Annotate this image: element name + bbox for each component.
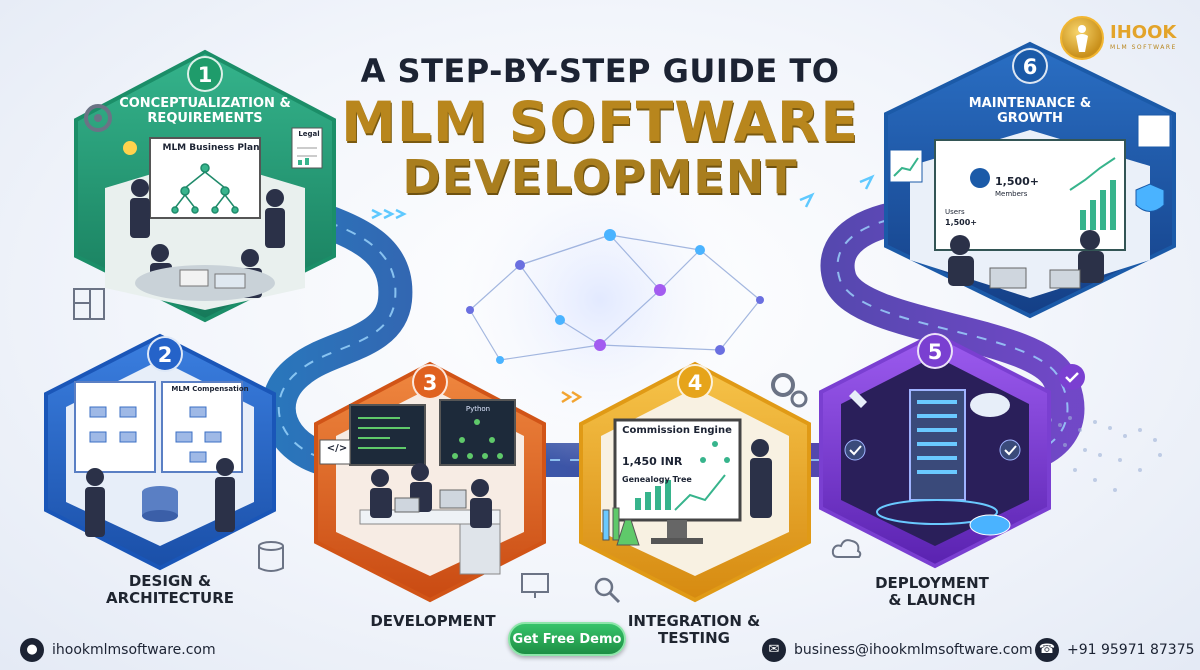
logo-emblem-icon (1060, 16, 1104, 60)
footer-email[interactable]: ✉ business@ihookmlmsoftware.com (762, 638, 1033, 662)
step-6-stat-label: Members (995, 190, 1028, 198)
step-2-label: DESIGN & ARCHITECTURE (106, 572, 234, 608)
blueprint-icon (73, 288, 105, 320)
magnifier-icon (594, 577, 621, 604)
step-3-label: DEVELOPMENT (370, 612, 496, 630)
step-2-board-title: MLM Compensation (171, 385, 249, 393)
step-2-card (44, 333, 276, 571)
step-3-card (314, 361, 546, 603)
step-5-label: DEPLOYMENT & LAUNCH (875, 574, 989, 610)
database-icon (258, 541, 284, 572)
step-6-number: 6 (1012, 48, 1048, 84)
step-2-number: 2 (147, 336, 183, 372)
brand-logo[interactable]: IHOOK MLM SOFTWARE (1060, 16, 1190, 66)
globe-icon: ● (20, 638, 44, 662)
title-line-2: MLM SOFTWARE (341, 90, 859, 154)
step-1-label: CONCEPTUALIZATION & REQUIREMENTS (119, 96, 291, 126)
step-4-screen-caption: Genealogy Tree (622, 475, 692, 484)
step-3-code-icon: </> (326, 443, 348, 454)
footer-website[interactable]: ● ihookmlmsoftware.com (20, 638, 216, 662)
check-circle-icon (1059, 364, 1085, 390)
step-3-screen-text: Python (465, 405, 491, 413)
step-5-number: 5 (917, 333, 953, 369)
step-4-number: 4 (677, 364, 713, 400)
step-6-users-label: Users (945, 208, 965, 216)
phone-text: +91 95971 87375 (1067, 642, 1195, 658)
step-5-card (819, 331, 1051, 569)
phone-icon: ☎ (1035, 638, 1059, 662)
step-1-board-title: MLM Business Plan (162, 143, 260, 153)
step-6-label: MAINTENANCE & GROWTH (968, 96, 1092, 126)
step-4-label: INTEGRATION & TESTING (627, 612, 761, 648)
title-line-3: DEVELOPMENT (402, 150, 798, 204)
step-4-card (579, 361, 811, 603)
step-4-screen-value: 1,450 INR (622, 455, 683, 468)
monitor-icon (521, 573, 549, 598)
step-1-doc-label: Legal (298, 130, 320, 138)
step-6-stat-value: 1,500+ (995, 175, 1040, 188)
footer-phone[interactable]: ☎ +91 95971 87375 (1035, 638, 1195, 662)
logo-tagline: MLM SOFTWARE (1110, 44, 1177, 51)
get-free-demo-button[interactable]: Get Free Demo (508, 622, 626, 656)
step-3-number: 3 (412, 364, 448, 400)
step-6-card (884, 41, 1176, 319)
step-6-users-value: 1,500+ (945, 218, 978, 227)
website-text: ihookmlmsoftware.com (52, 642, 216, 658)
title-line-1: A STEP-BY-STEP GUIDE TO (360, 52, 840, 90)
gears-icon (771, 373, 808, 408)
cloud-download-icon (831, 539, 862, 558)
step-1-number: 1 (187, 56, 223, 92)
step-4-screen-title: Commission Engine (622, 425, 732, 436)
logo-name: IHOOK (1110, 22, 1177, 43)
mail-icon: ✉ (762, 638, 786, 662)
email-text: business@ihookmlmsoftware.com (794, 642, 1033, 658)
step-1-card (74, 49, 336, 323)
